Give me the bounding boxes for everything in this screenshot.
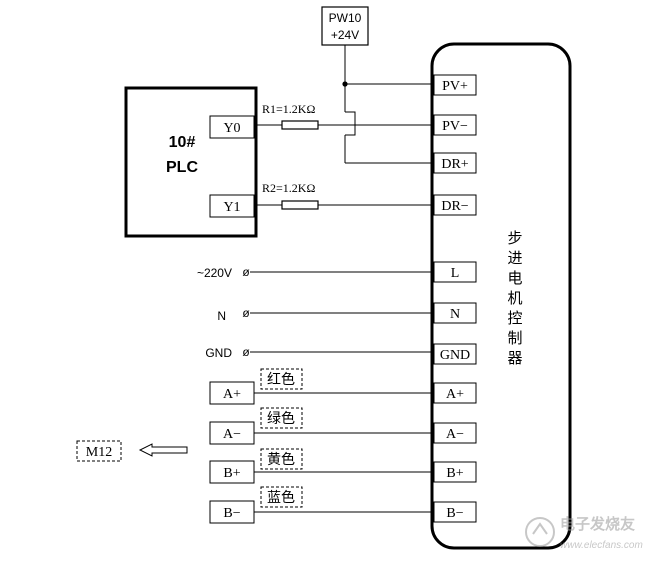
resistor-r1: R1=1.2KΩ (262, 102, 319, 130)
watermark-logo-icon (525, 517, 555, 547)
wire-color-label-green: 绿色 (260, 407, 303, 429)
motor-terminal-a-plus: A+ (209, 381, 255, 405)
wire-color-labels: 红色 绿色 黄色 蓝色 (260, 368, 303, 508)
resistor-r2-label: R2=1.2KΩ (262, 181, 315, 195)
power-supply-name: PW10 (329, 11, 362, 25)
motor-name: M12 (86, 445, 112, 460)
supply-label-gnd: GND (205, 346, 232, 360)
wires (250, 45, 434, 513)
svg-text:红色: 红色 (267, 371, 295, 387)
svg-text:B+: B+ (446, 466, 463, 481)
svg-text:L: L (451, 266, 460, 281)
supply-label-220v: ~220V (197, 266, 232, 280)
controller-terminal-dr-plus: DR+ (433, 152, 477, 174)
svg-text:B−: B− (223, 506, 240, 521)
svg-text:蓝色: 蓝色 (267, 489, 295, 505)
motor-terminals: A+ A− B+ B− (209, 381, 255, 524)
resistor-r1-label: R1=1.2KΩ (262, 102, 315, 116)
resistor-r2: R2=1.2KΩ (262, 181, 319, 210)
svg-text:B−: B− (446, 506, 463, 521)
controller-terminal-l: L (433, 261, 477, 283)
svg-text:A−: A− (223, 427, 241, 442)
terminal-symbol: ø (242, 306, 250, 320)
controller-label-char: 电 (507, 269, 522, 287)
controller-label-char: 机 (507, 289, 522, 307)
supply-label-n: N (217, 309, 226, 323)
wire-color-label-red: 红色 (260, 368, 303, 390)
power-supply-box: PW10 +24V (321, 6, 369, 46)
svg-text:PV−: PV− (442, 119, 468, 134)
svg-text:N: N (450, 307, 460, 322)
plc-output-y1: Y1 (223, 200, 240, 215)
plc-subtitle: PLC (166, 159, 198, 176)
wire-color-label-yellow: 黄色 (260, 448, 303, 470)
watermark-url: www.elecfans.com (560, 540, 643, 551)
svg-text:绿色: 绿色 (267, 410, 295, 426)
terminal-symbol: ø (242, 265, 250, 279)
controller-label-char: 进 (507, 249, 522, 267)
controller-label-char: 控 (507, 309, 522, 327)
controller-terminal-a-minus: A− (433, 422, 477, 444)
controller-terminals: PV+ PV− DR+ DR− L N GND A+ A− B+ B− (433, 74, 477, 523)
arrow-icon (138, 443, 188, 457)
terminal-symbol: ø (242, 345, 250, 359)
wire-color-label-blue: 蓝色 (260, 486, 303, 508)
plc-title: 10# (169, 134, 196, 151)
svg-text:DR−: DR− (441, 199, 468, 214)
plc-box: 10# PLC Y0 Y1 (124, 86, 258, 238)
controller-terminal-pv-plus: PV+ (433, 74, 477, 96)
controller-terminal-b-minus: B− (433, 501, 477, 523)
supply-inputs: ~220V ø N ø GND ø (197, 265, 250, 360)
controller-label-char: 步 (507, 229, 522, 247)
svg-text:DR+: DR+ (441, 157, 468, 172)
svg-text:PV+: PV+ (442, 79, 468, 94)
junction-dot (342, 81, 348, 87)
watermark: 电子发烧友 www.elecfans.com (525, 515, 643, 551)
svg-text:A+: A+ (446, 387, 464, 402)
svg-text:黄色: 黄色 (267, 451, 295, 467)
plc-output-y0: Y0 (223, 121, 240, 136)
controller-terminal-b-plus: B+ (433, 461, 477, 483)
controller-label-char: 制 (507, 329, 522, 347)
svg-text:A−: A− (446, 427, 464, 442)
motor-terminal-a-minus: A− (209, 421, 255, 445)
motor-label: M12 (76, 440, 122, 462)
controller-terminal-gnd: GND (433, 343, 477, 365)
svg-text:GND: GND (440, 348, 470, 363)
svg-text:B+: B+ (223, 466, 240, 481)
watermark-brand: 电子发烧友 (560, 515, 635, 533)
power-supply-voltage: +24V (331, 28, 359, 42)
svg-text:A+: A+ (223, 387, 241, 402)
controller-terminal-dr-minus: DR− (433, 194, 477, 216)
controller-terminal-pv-minus: PV− (433, 114, 477, 136)
controller-terminal-n: N (433, 302, 477, 324)
motor-terminal-b-plus: B+ (209, 460, 255, 484)
controller-label-char: 器 (507, 349, 522, 367)
controller-terminal-a-plus: A+ (433, 382, 477, 404)
motor-terminal-b-minus: B− (209, 500, 255, 524)
